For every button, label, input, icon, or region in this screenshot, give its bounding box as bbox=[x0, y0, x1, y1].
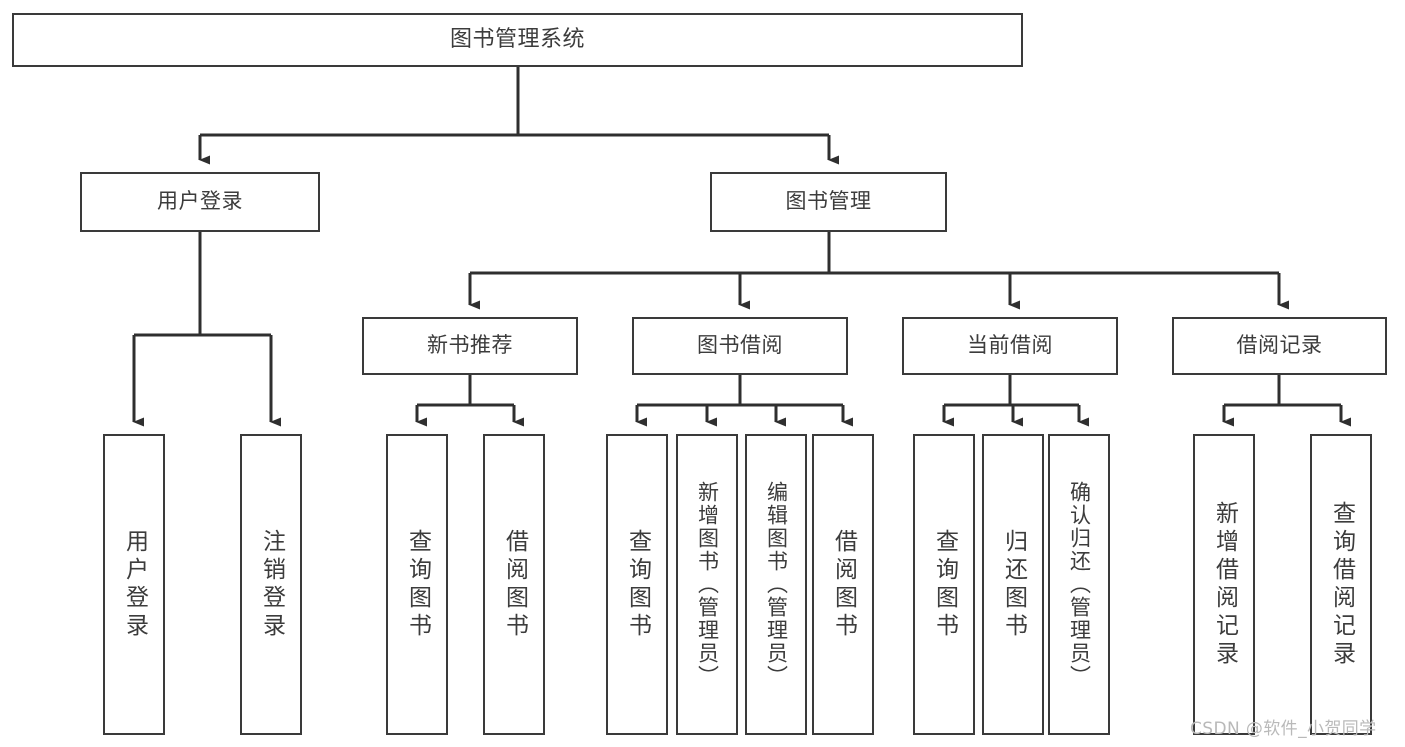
level2-node-1: 图书借阅 bbox=[632, 317, 848, 375]
node-label: 图书管理 bbox=[785, 189, 872, 214]
level1-node-1: 图书管理 bbox=[710, 172, 947, 232]
node-label: 查询借阅记录 bbox=[1328, 500, 1355, 669]
leaf-node-6: 编辑图书（管理员） bbox=[745, 434, 807, 735]
node-label: 当前借阅 bbox=[967, 333, 1053, 358]
root-node: 图书管理系统 bbox=[12, 13, 1023, 67]
node-label: 新书推荐 bbox=[427, 333, 513, 358]
leaf-node-8: 查询图书 bbox=[913, 434, 975, 735]
node-label: 新增借阅记录 bbox=[1211, 500, 1238, 669]
node-label: 新增图书（管理员） bbox=[695, 481, 720, 688]
node-label: 图书借阅 bbox=[697, 333, 783, 358]
node-label: 图书管理系统 bbox=[449, 26, 585, 52]
node-label: 借阅记录 bbox=[1236, 333, 1323, 358]
edge-group bbox=[132, 67, 1351, 427]
level2-node-0: 新书推荐 bbox=[362, 317, 578, 375]
node-label: 用户登录 bbox=[121, 528, 148, 641]
node-label: 查询图书 bbox=[931, 528, 958, 641]
node-label: 用户登录 bbox=[157, 189, 243, 214]
leaf-node-0: 用户登录 bbox=[103, 434, 165, 735]
level2-node-2: 当前借阅 bbox=[902, 317, 1118, 375]
level2-node-3: 借阅记录 bbox=[1172, 317, 1387, 375]
leaf-node-4: 查询图书 bbox=[606, 434, 668, 735]
node-label: 借阅图书 bbox=[501, 528, 528, 641]
node-label: 编辑图书（管理员） bbox=[764, 481, 789, 688]
leaf-node-9: 归还图书 bbox=[982, 434, 1044, 735]
leaf-node-10: 确认归还（管理员） bbox=[1048, 434, 1110, 735]
node-label: 确认归还（管理员） bbox=[1067, 481, 1092, 688]
leaf-node-1: 注销登录 bbox=[240, 434, 302, 735]
level1-node-0: 用户登录 bbox=[80, 172, 320, 232]
node-label: 借阅图书 bbox=[830, 528, 857, 641]
node-label: 查询图书 bbox=[404, 528, 431, 641]
leaf-node-11: 新增借阅记录 bbox=[1193, 434, 1255, 735]
leaf-node-3: 借阅图书 bbox=[483, 434, 545, 735]
leaf-node-2: 查询图书 bbox=[386, 434, 448, 735]
node-label: 注销登录 bbox=[258, 528, 285, 641]
leaf-node-5: 新增图书（管理员） bbox=[676, 434, 738, 735]
leaf-node-7: 借阅图书 bbox=[812, 434, 874, 735]
node-label: 查询图书 bbox=[624, 528, 651, 641]
leaf-node-12: 查询借阅记录 bbox=[1310, 434, 1372, 735]
node-label: 归还图书 bbox=[1000, 528, 1027, 641]
